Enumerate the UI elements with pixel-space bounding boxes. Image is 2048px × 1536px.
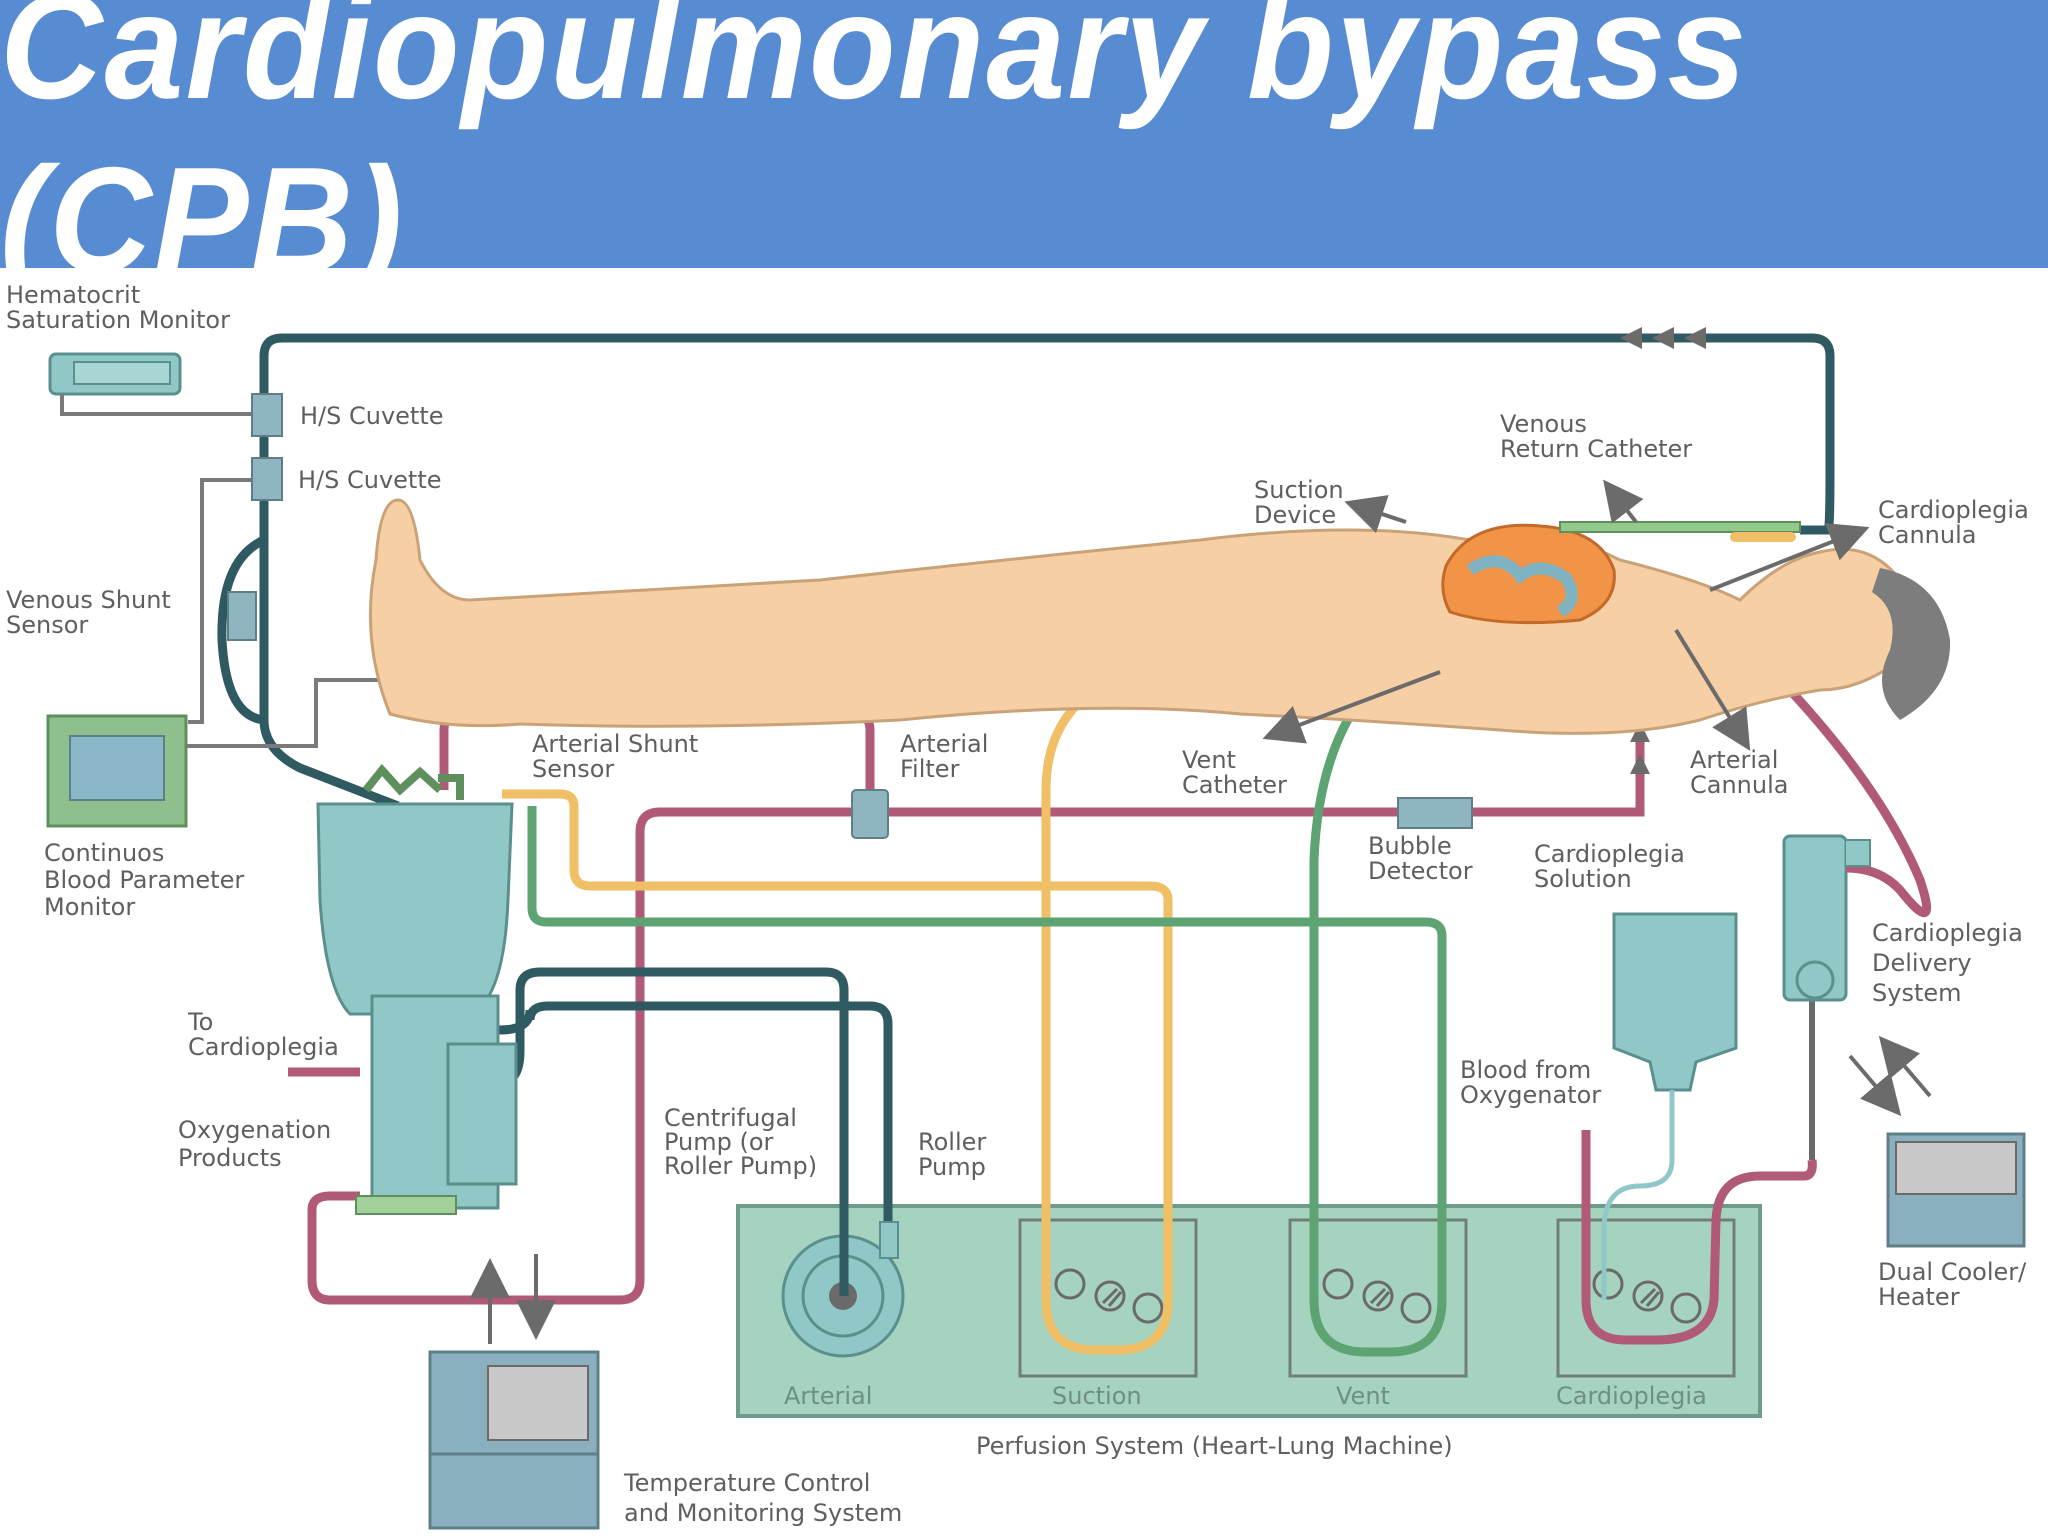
machine-label-suction: Suction xyxy=(1052,1382,1142,1410)
venous-loop xyxy=(217,535,267,725)
machine-label-cardioplegia: Cardioplegia xyxy=(1556,1382,1707,1410)
suction-pump-housing xyxy=(1018,1218,1198,1378)
page-title: Cardiopulmonary bypass (CPB) xyxy=(0,0,1749,305)
label-arterial-cannula: Arterial Cannula xyxy=(1690,746,1789,799)
patient-body xyxy=(368,498,1922,735)
cardioplegia-delivery-port xyxy=(1846,839,1871,867)
venous-return-catheter-device xyxy=(1559,521,1801,533)
cardioplegia-pump-housing xyxy=(1556,1218,1736,1378)
roller-pump-stub xyxy=(879,1221,899,1259)
label-bubble-detector: Bubble Detector xyxy=(1368,832,1473,885)
oxygenator-base xyxy=(355,1195,457,1215)
venous-shunt-sensor-device xyxy=(227,591,257,641)
label-cardioplegia-cannula: Cardioplegia Cannula xyxy=(1878,496,2029,549)
hs-cuvette-2 xyxy=(251,457,283,501)
cardioplegia-inlet xyxy=(1581,1130,1817,1345)
monitor-cable-1 xyxy=(60,394,252,416)
cardioplegia-delivery-device xyxy=(1782,834,1848,1002)
vent-pump-housing xyxy=(1288,1218,1468,1378)
label-blood-from-oxygenator: Blood from Oxygenator xyxy=(1460,1056,1602,1109)
cardioplegia-bag xyxy=(1612,912,1738,1092)
label-suction-device: Suction Device xyxy=(1254,476,1344,529)
label-continuous-blood-monitor: Continuos Blood Parameter Monitor xyxy=(44,839,245,921)
label-hs-cuvette-2: H/S Cuvette xyxy=(298,466,442,494)
label-cardioplegia-solution: Cardioplegia Solution xyxy=(1534,840,1685,893)
label-roller-pump: Roller Pump xyxy=(918,1128,987,1181)
reservoir-ports xyxy=(362,763,464,800)
label-temperature-control: Temperature Control and Monitoring Syste… xyxy=(624,1469,903,1527)
pointer-arrows xyxy=(1262,479,1870,751)
monitor-cable-2 xyxy=(188,478,252,724)
label-venous-shunt-sensor: Venous Shunt Sensor xyxy=(6,586,171,639)
suction-line xyxy=(502,576,1253,1355)
title-banner xyxy=(0,0,2048,268)
cardioplegia-delivery-line xyxy=(1716,616,1932,917)
bubble-detector-device xyxy=(1397,797,1473,829)
label-venous-return-catheter: Venous Return Catheter xyxy=(1500,410,1693,463)
cardioplegia-bag-tube xyxy=(1601,1090,1675,1300)
cooler-arrow-1 xyxy=(1848,1054,1902,1117)
label-to-cardioplegia: To Cardioplegia xyxy=(188,1008,339,1061)
venous-reservoir xyxy=(316,802,514,1016)
cardioplegia-cannula-tip xyxy=(1730,532,1796,542)
label-perfusion-system: Perfusion System (Heart-Lung Machine) xyxy=(976,1432,1453,1460)
flow-arrows xyxy=(1620,327,1706,349)
label-oxygenation-products: Oxygenation Products xyxy=(178,1116,332,1172)
oxygenator-side xyxy=(446,1042,518,1186)
machine-label-arterial: Arterial xyxy=(784,1382,873,1410)
arterial-filter-device xyxy=(851,789,889,839)
hs-cuvette-1 xyxy=(251,393,283,437)
cooler-arrow-2 xyxy=(1878,1035,1932,1098)
label-dual-cooler-heater: Dual Cooler/ Heater xyxy=(1878,1258,2027,1311)
label-arterial-filter: Arterial Filter xyxy=(900,730,989,783)
roller-set-suction xyxy=(1054,1268,1164,1324)
venous-return-line xyxy=(259,333,1835,811)
patient-hair xyxy=(1872,568,1951,720)
roller-set-vent xyxy=(1322,1268,1432,1324)
label-arterial-shunt-sensor: Arterial Shunt Sensor xyxy=(532,730,699,783)
label-cardioplegia-delivery: Cardioplegia Delivery System xyxy=(1872,919,2023,1007)
label-hematocrit-monitor: Hematocrit Saturation Monitor xyxy=(6,281,230,334)
heart-detail xyxy=(1466,555,1578,618)
label-centrifugal-pump: Centrifugal Pump (or Roller Pump) xyxy=(664,1104,818,1180)
machine-label-vent: Vent xyxy=(1336,1382,1390,1410)
label-hs-cuvette-1: H/S Cuvette xyxy=(300,402,444,430)
label-vent-catheter: Vent Catheter xyxy=(1182,746,1287,799)
roller-set-cardioplegia xyxy=(1592,1268,1702,1324)
